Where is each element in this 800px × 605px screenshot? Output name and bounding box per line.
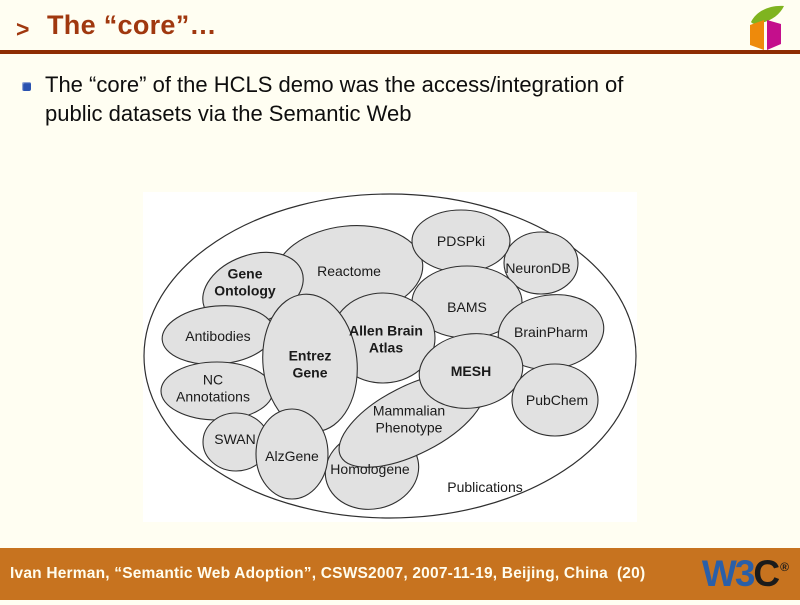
diagram-node-alzgene (255, 408, 329, 500)
title-marker: > (16, 16, 30, 42)
diagram-label-pdspki: PDSPki (437, 233, 485, 249)
diagram-label-pubchem: PubChem (526, 392, 588, 408)
bullet-text: The “core” of the HCLS demo was the acce… (45, 72, 624, 126)
title-rule (0, 50, 800, 54)
diagram-label-neurondb: NeuronDB (505, 260, 570, 276)
diagram-label-swan: SWAN (214, 431, 255, 447)
diagram-label-bams: BAMS (447, 299, 487, 315)
w3c-logo-w3: W3 (701, 553, 755, 594)
page-title: The “core”… (47, 10, 217, 40)
diagram-outer-ellipse-publications (143, 193, 637, 519)
w3c-logo: W3C® (701, 551, 789, 605)
diagram-node-pubchem (511, 363, 599, 437)
diagram-label-publications: Publications (447, 479, 523, 495)
sweo-leaf-icon (751, 5, 784, 25)
diagram-label-alzgene: AlzGene (265, 448, 319, 464)
sweo-cube-icon (750, 5, 784, 50)
footer-caption: Ivan Herman, “Semantic Web Adoption”, CS… (10, 565, 646, 582)
diagram-label-homologene: Homologene (330, 461, 410, 477)
w3c-logo-reg: ® (780, 560, 789, 574)
bullet-icon (22, 82, 31, 91)
sweo-cube-left-face (750, 20, 764, 50)
diagram-label-brainpharm: BrainPharm (514, 324, 588, 340)
sweo-cube-right-face (767, 20, 781, 50)
footer-bar: Ivan Herman, “Semantic Web Adoption”, CS… (0, 548, 800, 600)
w3c-logo-c: C (753, 553, 780, 594)
diagram-label-reactome: Reactome (317, 263, 381, 279)
diagram-node-neurondb (503, 231, 579, 295)
diagram-label-antibodies: Antibodies (185, 328, 250, 344)
diagram-node-mesh (418, 333, 524, 409)
diagram-label-mesh: MESH (451, 363, 491, 379)
